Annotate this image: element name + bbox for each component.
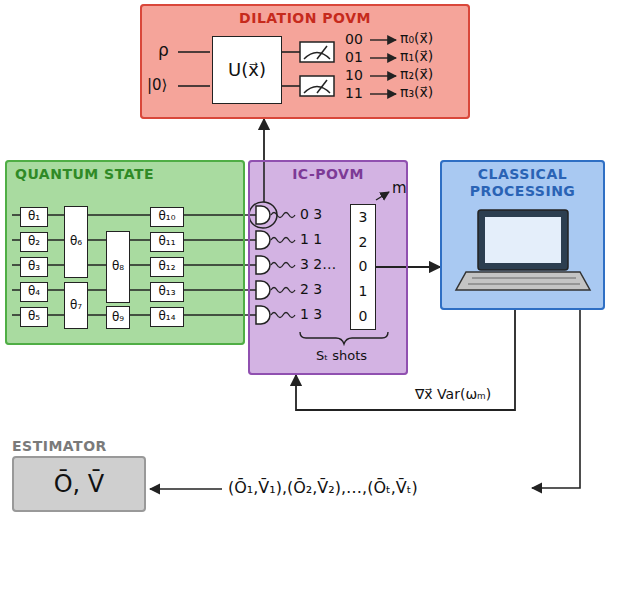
estimate-sequence: (Ō₁,V̄₁),(Ō₂,V̄₂),…,(Ōₜ,V̄ₜ) [228,478,418,497]
gate-label: θ₁₄ [159,310,176,324]
leader-line [376,192,389,200]
outcome-code: 00 [345,31,363,48]
measurement-outcome: 3 2… [300,256,336,273]
panel-box: CLASSICAL PROCESSING [440,160,605,310]
gate-box: θ₁₄ [150,307,184,327]
edge-label: ∇x⃗ Var(ωₘ) [413,386,493,403]
unitary-box: U(x⃗) [212,36,282,104]
estimator-title: ESTIMATOR [12,436,146,456]
measurement-outcome: 1 1 [300,231,322,248]
gate-box: θ₁₂ [150,257,184,277]
outcome-column: 3 2 0 1 0 [350,204,376,330]
gate-label: θ₁₀ [159,210,176,224]
outcome-code: 01 [345,49,363,66]
outcome-code: 11 [345,85,363,102]
measurement-outcome: 2 3 [300,281,322,298]
highlight-circle [249,202,277,228]
gate-box: θ₈ [106,231,130,303]
panel-title: IC-POVM [250,162,406,187]
gate-label: θ₂ [28,235,40,249]
gate-label: θ₄ [28,285,40,299]
detector-symbol [256,206,270,324]
outcome-digit: 0 [359,309,368,324]
output-arrows [370,40,396,94]
leader-line [263,161,265,202]
outcome-code: 10 [345,67,363,84]
shots-label: Sₜ shots [316,348,367,364]
gate-box: θ₆ [64,206,88,278]
ancilla-state: |0⟩ [147,76,167,94]
brace [300,332,388,344]
estimator-value-box: Ō, V̄ [12,456,146,512]
panel-title: CLASSICAL PROCESSING [442,162,603,204]
gate-box: θ₉ [106,306,130,329]
index-label: m [392,179,407,197]
panel-fill [5,160,245,345]
gate-box: θ₇ [64,282,88,329]
gate-box: θ₁₀ [150,207,184,227]
gate-label: θ₁ [28,210,40,224]
panel-fill [140,4,470,119]
circuit-wires [12,215,258,315]
gate-label: θ₈ [112,260,124,274]
gate-box: θ₃ [20,257,48,277]
gate-box: θ₅ [20,307,48,327]
gate-box: θ₁ [20,207,48,227]
estimator-value: Ō, V̄ [54,470,105,498]
gate-label: θ₃ [28,260,40,274]
povm-element: π₀(x⃗) [400,30,433,47]
gate-box: θ₁₃ [150,282,184,302]
gate-label: θ₉ [112,311,124,325]
gate-label: θ₁₃ [159,285,176,299]
outcome-digit: 0 [359,259,368,274]
estimator-box: ESTIMATOR Ō, V̄ [12,436,146,518]
outcome-digit: 2 [359,235,368,250]
povm-element: π₃(x⃗) [400,84,433,101]
signal-squiggle [271,213,295,318]
povm-element: π₂(x⃗) [400,66,433,83]
gate-label: U(x⃗) [228,60,266,81]
leader-arrow [532,310,580,488]
flow-arrow [296,310,515,410]
outcome-digit: 3 [359,210,368,225]
gate-label: θ₆ [70,235,82,249]
meter-symbol [300,42,334,96]
laptop-icon [456,210,590,290]
flow-arrow [263,119,265,160]
leader-arrow [150,488,222,490]
panel-fill [440,160,605,310]
gate-box: θ₁₁ [150,232,184,252]
panel-title: QUANTUM STATE [7,162,243,187]
panel-title: DILATION POVM [142,6,468,31]
gate-label: θ₇ [70,299,82,313]
outcome-digit: 1 [359,284,368,299]
measurement-outcome: 1 3 [300,306,322,323]
gate-label: θ₁₂ [159,260,176,274]
gate-label: θ₁₁ [159,235,176,249]
gate-box: θ₂ [20,232,48,252]
input-state: ρ [158,40,169,60]
gate-box: θ₄ [20,282,48,302]
flow-arrow [376,266,440,268]
povm-element: π₁(x⃗) [400,48,433,65]
gate-label: θ₅ [28,310,40,324]
measurement-outcome: 0 3 [300,206,322,223]
panel-box: QUANTUM STATE θ₁ θ₂ θ₃ θ₄ θ₅ θ₆ θ₇ θ₈ θ₉ θ₁₀ θ₁₁ θ₁₂… [5,160,245,345]
